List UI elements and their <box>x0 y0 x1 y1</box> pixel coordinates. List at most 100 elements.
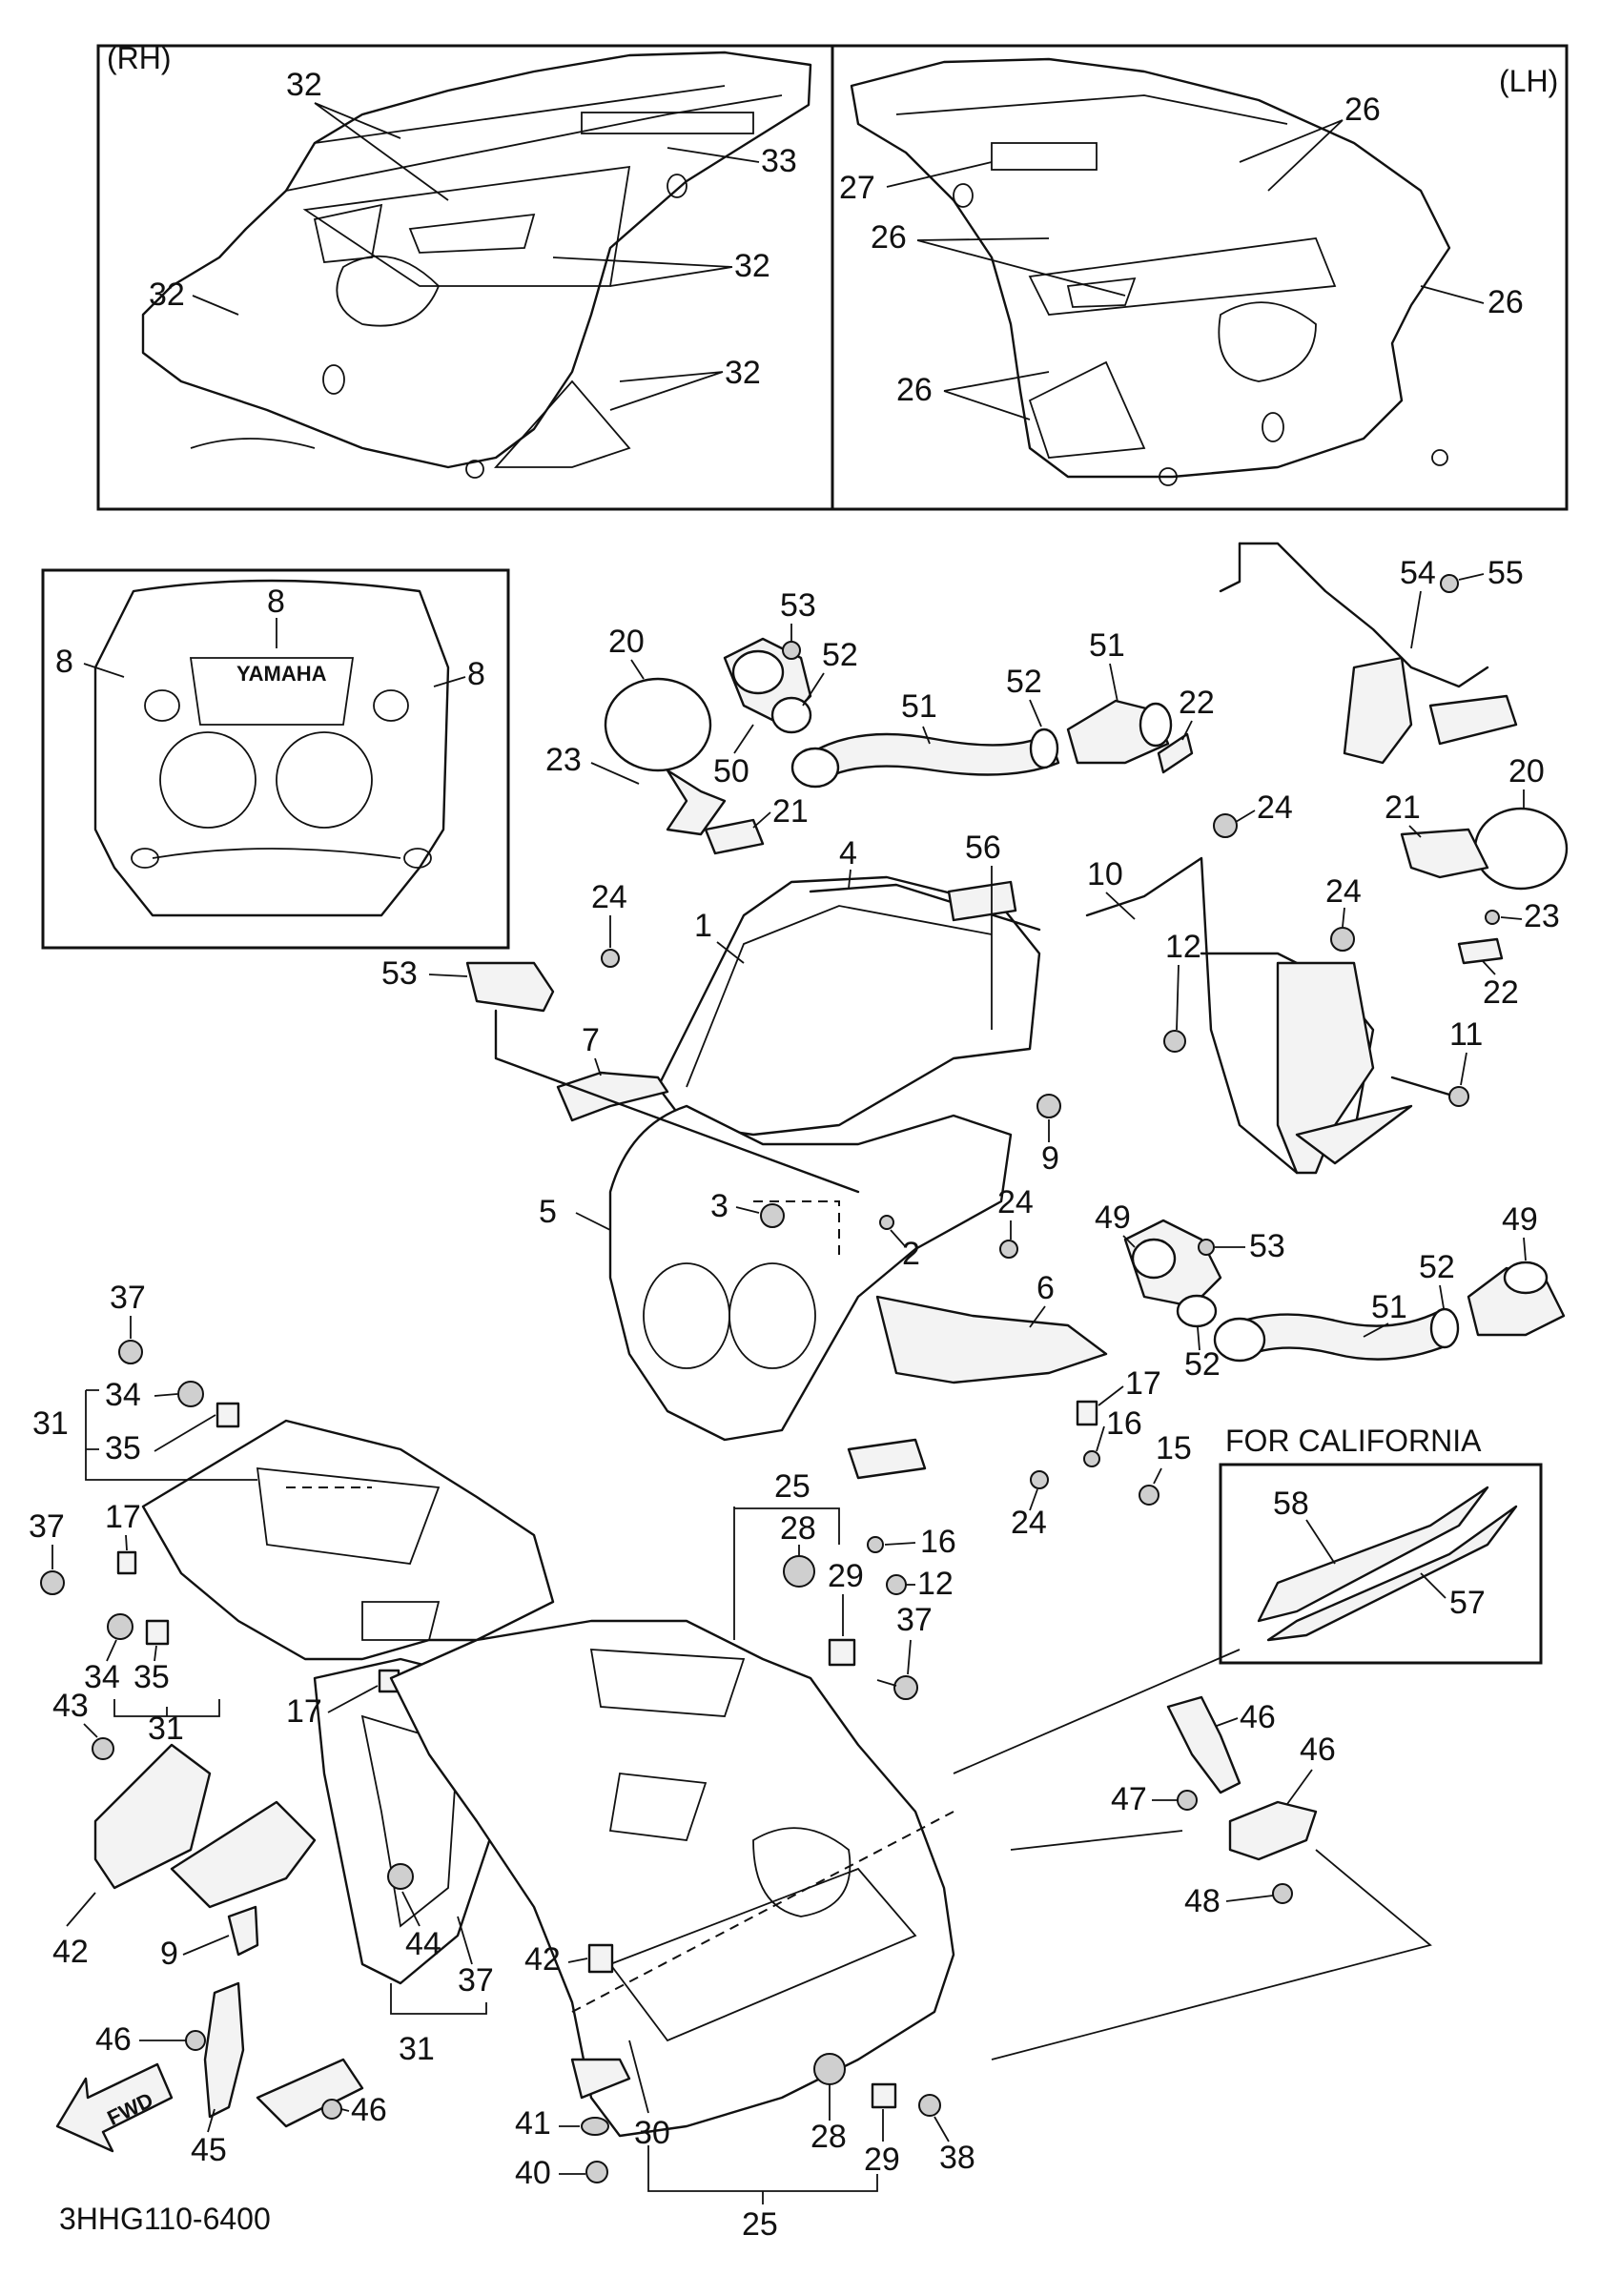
clamp-52b <box>1029 728 1059 769</box>
rh-label: (RH) <box>107 41 172 75</box>
side-cowl-upper-window <box>256 1466 441 1565</box>
leader-32b <box>552 256 733 287</box>
plate-21a <box>1157 732 1194 774</box>
callout-46: 46 <box>95 2021 132 2058</box>
callout-8: 8 <box>267 584 285 620</box>
leader-58 <box>1420 1572 1447 1599</box>
screw-24b <box>999 1240 1018 1259</box>
callout-52: 52 <box>1184 1346 1221 1383</box>
upper-assembly: 20 23 21 50 53 52 51 52 51 <box>545 542 1569 1011</box>
leader-45 <box>1216 1717 1239 1727</box>
callout-37: 37 <box>29 1508 65 1545</box>
leader-22b <box>1342 907 1345 928</box>
callout-44: 46 <box>1300 1732 1336 1768</box>
leader-51b <box>1363 1322 1389 1338</box>
stay-54-hook <box>1219 542 1241 593</box>
callout-16: 16 <box>920 1524 956 1560</box>
clamp-52c <box>1176 1294 1218 1328</box>
grommet-28b <box>813 2053 846 2085</box>
leader-20b <box>1408 825 1422 838</box>
callout-52: 52 <box>822 637 858 673</box>
callout-30: 30 <box>634 2115 670 2151</box>
california-frame <box>1219 1463 1543 1665</box>
insulator-59 <box>1257 1486 1489 1623</box>
front-cowl-headlight-left <box>159 731 256 829</box>
bracket-44-link <box>991 1830 1432 2060</box>
grommet-3 <box>760 1203 785 1228</box>
side-cowl-30-lower-panel <box>608 1867 917 2042</box>
hose-51-upper <box>809 732 1060 784</box>
hose-51-lower-end <box>1213 1317 1266 1363</box>
leader-52c <box>1197 1326 1200 1351</box>
bracket-43-foot <box>256 2058 364 2128</box>
bracket-45 <box>1166 1695 1241 1794</box>
california-link <box>953 1649 1241 1774</box>
nut-17a <box>1076 1400 1098 1426</box>
callout-7: 7 <box>582 1022 600 1058</box>
leader-42a <box>83 1723 98 1738</box>
leader-16b <box>884 1542 916 1546</box>
bracket-41-upper <box>93 1743 212 1890</box>
callout-12-visible: 12 <box>1165 929 1201 965</box>
grommet-28a <box>783 1555 815 1588</box>
leader-37c <box>907 1639 912 1675</box>
callout-51: 51 <box>901 688 937 725</box>
mirror-left <box>604 677 712 772</box>
callout-59: 58 <box>1273 1486 1309 1522</box>
front-cowl-duct-right <box>403 848 432 869</box>
callout-40: 42 <box>524 1941 561 1978</box>
callout-26: 26 <box>871 219 907 256</box>
front-cowl-duct-left <box>131 848 159 869</box>
leader-48 <box>733 724 754 754</box>
nut-22a <box>1213 813 1238 838</box>
callout-54: 54 <box>1400 555 1436 591</box>
leader-30 <box>628 2040 649 2114</box>
side-cowl-30-dash <box>571 1811 954 2013</box>
leader-50 <box>1109 663 1118 703</box>
leader-49 <box>1523 1237 1527 1261</box>
leader-1 <box>716 941 745 964</box>
leader-7 <box>594 1057 602 1076</box>
collar-35b <box>145 1619 170 1646</box>
callout-42: 43 <box>52 1688 89 1724</box>
callout-26: 26 <box>1488 284 1524 320</box>
leader-51a <box>922 726 931 745</box>
callout-20: 21 <box>1385 789 1421 826</box>
leader-3 <box>735 1206 760 1214</box>
washer-16a <box>1083 1450 1100 1467</box>
callout-10: 10 <box>1087 856 1123 892</box>
leader-52d <box>1439 1284 1445 1309</box>
side-cowl-upper-31 <box>141 1419 555 1661</box>
leader-21b <box>1482 960 1496 975</box>
front-cowl-chin-line <box>152 848 401 859</box>
leader-17a <box>1098 1385 1124 1406</box>
leader-34b <box>106 1639 117 1662</box>
mirror-right <box>1473 807 1569 891</box>
leader-20a <box>752 811 771 829</box>
air-duct-right-47-mouth <box>1131 1238 1177 1280</box>
leader-52b <box>1029 699 1042 728</box>
callout-24a: 24 <box>591 879 627 915</box>
diagram-code: 3HHG110-6400 <box>59 2202 271 2236</box>
grommet-11 <box>1036 1094 1061 1118</box>
callout-38: 40 <box>515 2155 551 2191</box>
callout-52: 52 <box>1006 664 1042 700</box>
front-cowl-vent-left <box>144 689 180 722</box>
plate-21b <box>1457 937 1504 965</box>
leader-5 <box>575 1212 611 1231</box>
callout-37: 38 <box>939 2140 975 2176</box>
callout-16: 16 <box>1106 1405 1142 1442</box>
leader-54 <box>1410 590 1422 649</box>
collar-35a <box>215 1402 240 1428</box>
callout-25: 25 <box>774 1468 810 1505</box>
callout-53: 53 <box>780 587 816 624</box>
stay-54-bracket-right <box>1428 694 1518 746</box>
callout-3: 3 <box>710 1188 728 1224</box>
screw-37b <box>40 1570 65 1595</box>
mirror-left-base <box>666 769 727 836</box>
bracket-43-upright <box>203 1981 245 2119</box>
fwd-arrow <box>55 2062 174 2153</box>
bracket-31b <box>113 1699 220 1717</box>
grommet-34b <box>107 1613 133 1640</box>
